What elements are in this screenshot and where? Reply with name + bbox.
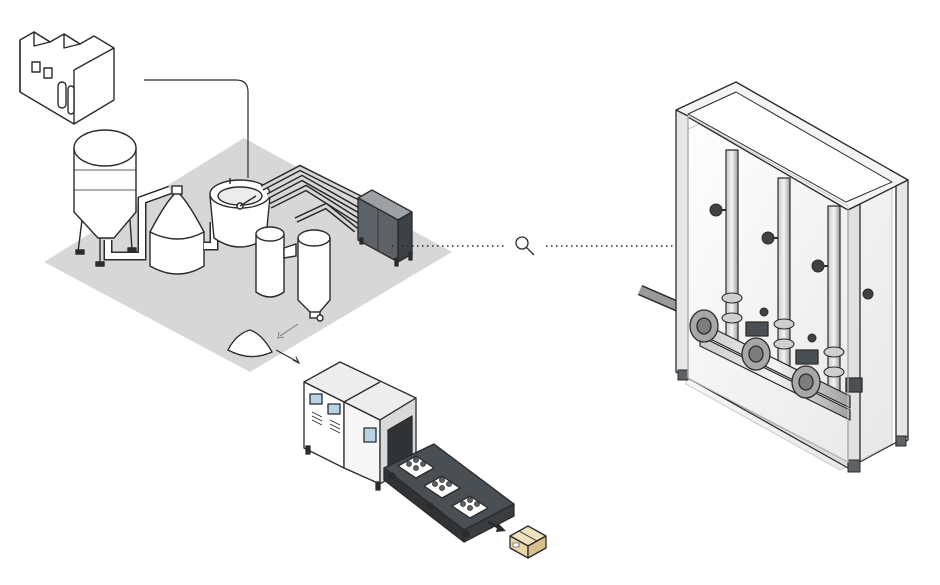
- conveyor-icon: [383, 443, 515, 543]
- feed-line: [144, 79, 249, 178]
- plant-platform: [44, 138, 452, 372]
- factory-icon: [19, 31, 115, 125]
- valve-cabinet-icon: [637, 81, 909, 473]
- output-arrow: [487, 520, 506, 532]
- process-pipes: [260, 164, 366, 233]
- dryer-to-powder-arrow: [279, 323, 299, 337]
- powder-to-packaging-arrow: [275, 349, 299, 363]
- mixing-tank-icon: [209, 178, 271, 248]
- column-icon: [255, 226, 297, 298]
- magnifier-icon[interactable]: [515, 236, 535, 256]
- box-icon: [509, 525, 547, 559]
- silo-icon: [73, 129, 137, 267]
- packaging-machine-icon: [303, 361, 417, 491]
- control-cabinet-icon: [357, 189, 413, 267]
- dryer-icon: [297, 229, 331, 322]
- evaporator-icon: [149, 185, 205, 275]
- powder-icon: [227, 329, 273, 358]
